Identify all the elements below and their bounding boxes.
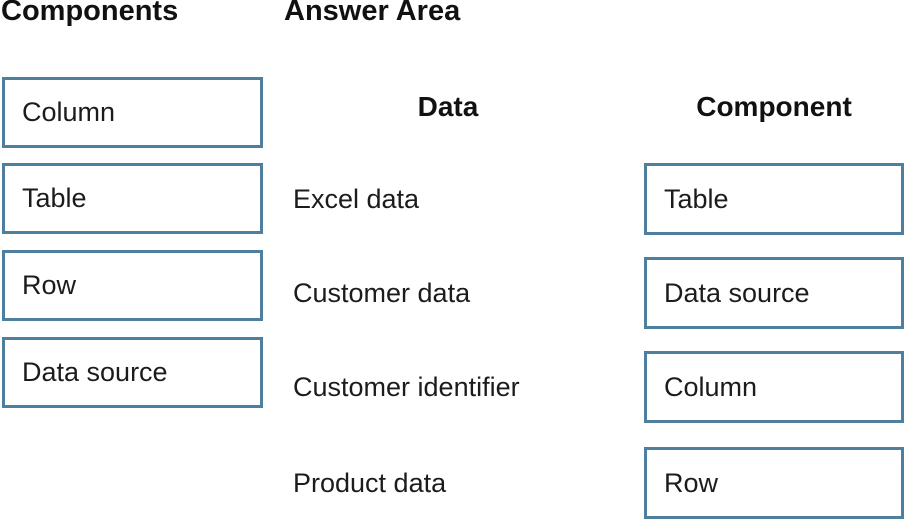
component-drag-box-column[interactable]: Column xyxy=(2,77,263,148)
data-label-customer-data: Customer data xyxy=(293,277,471,308)
answer-drop-box-excel-data[interactable]: Table xyxy=(644,163,904,235)
component-column-header: Component xyxy=(696,91,852,122)
data-column-header: Data xyxy=(417,91,479,122)
data-label-excel-data: Excel data xyxy=(293,183,420,214)
answer-drop-box-customer-data[interactable]: Data source xyxy=(644,257,904,329)
answer-drop-box-customer-identifier[interactable]: Column xyxy=(644,351,904,423)
component-drag-box-table[interactable]: Table xyxy=(2,163,263,234)
component-drag-box-data-source[interactable]: Data source xyxy=(2,337,263,408)
answer-drop-box-product-data[interactable]: Row xyxy=(644,447,904,519)
data-label-customer-identifier: Customer identifier xyxy=(293,371,520,402)
data-label-product-data: Product data xyxy=(293,467,447,498)
components-section-title: Components xyxy=(1,0,179,27)
answer-area-section-title: Answer Area xyxy=(284,0,461,27)
component-drag-box-row[interactable]: Row xyxy=(2,250,263,321)
